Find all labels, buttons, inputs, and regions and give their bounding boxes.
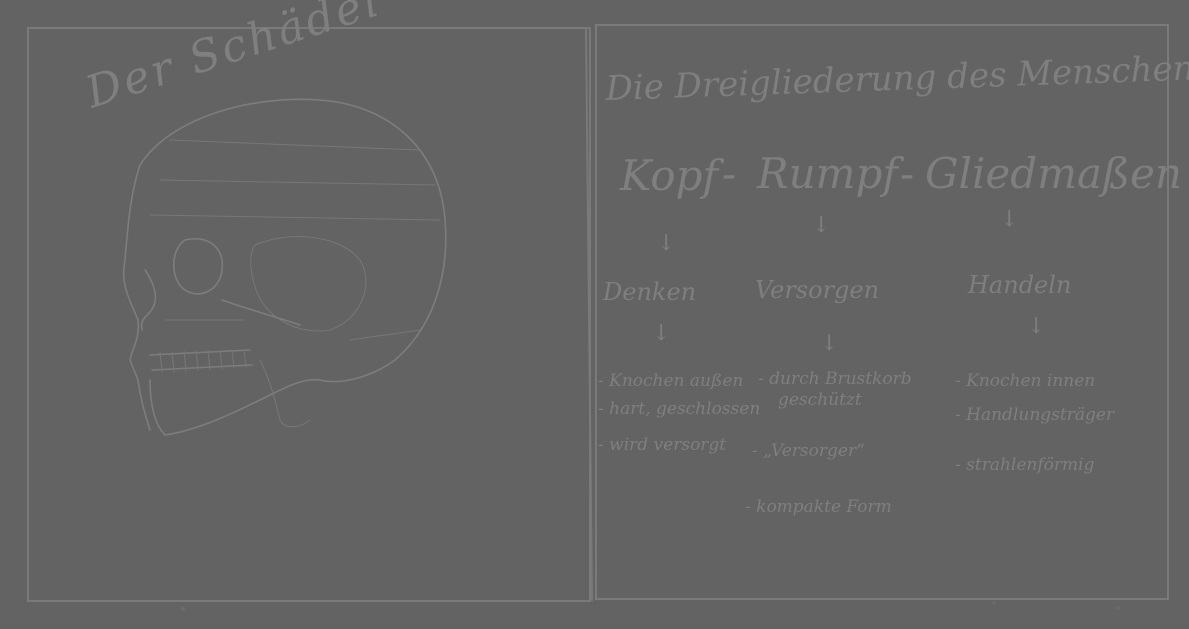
note-kopf-3: - wird versorgt [598, 435, 726, 455]
left-panel-title: Der Schädel [79, 0, 388, 119]
arrow-down-icon: ↓ [1000, 207, 1018, 232]
separator-1: - [722, 149, 736, 198]
function-versorgen: Versorgen [755, 276, 879, 304]
arrow-down-icon: ↓ [820, 331, 838, 356]
arrow-down-icon: ↓ [1027, 314, 1045, 339]
separator-2: - [900, 149, 914, 198]
panel-divider [585, 27, 593, 602]
heading-kopf: Kopf [619, 151, 724, 200]
note-glied-3: - strahlenförmig [955, 455, 1095, 475]
heading-gliedmassen: Gliedmaßen [925, 149, 1182, 198]
function-denken: Denken [602, 278, 696, 306]
arrow-down-icon: ↓ [652, 321, 670, 346]
arrow-down-icon: ↓ [812, 213, 830, 238]
note-rumpf-4: - kompakte Form [745, 497, 892, 517]
heading-rumpf: Rumpf [756, 149, 904, 198]
right-panel-title: Die Dreigliederung des Menschen [604, 48, 1189, 109]
chalk-dust [181, 601, 1120, 611]
note-rumpf-2: geschützt [778, 390, 862, 410]
right-panel-frame [595, 24, 1169, 600]
note-glied-1: - Knochen innen [955, 371, 1095, 391]
note-kopf-2: - hart, geschlossen [598, 399, 760, 419]
note-kopf-1: - Knochen außen [598, 371, 743, 391]
function-handeln: Handeln [967, 271, 1071, 299]
left-panel-frame [27, 27, 591, 602]
arrow-down-icon: ↓ [657, 231, 675, 256]
skull-drawing-icon [122, 98, 447, 436]
note-rumpf-1: - durch Brustkorb [758, 369, 912, 389]
note-rumpf-3: - „Versorger“ [752, 441, 865, 461]
note-glied-2: - Handlungsträger [955, 405, 1115, 425]
